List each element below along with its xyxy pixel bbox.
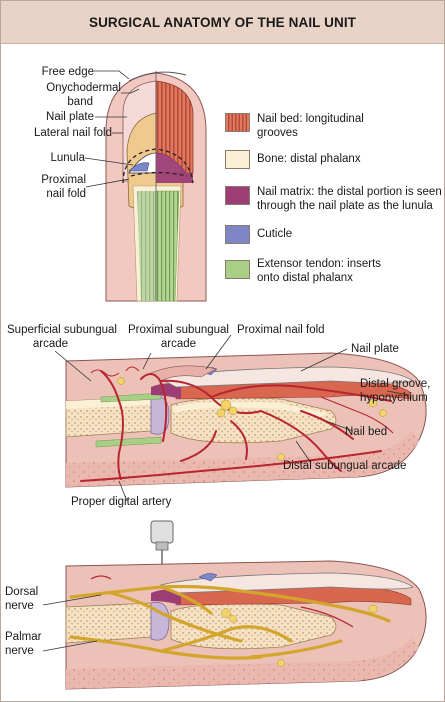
legend-swatch-extensor-tendon — [225, 260, 250, 279]
legend-swatch-bone — [225, 150, 250, 169]
label-superficial-line1: Superficial subungual — [7, 324, 117, 336]
label-dorsal-line1: Dorsal — [5, 586, 39, 598]
label-distal-groove-line1: Distal groove, — [360, 378, 431, 390]
label-proximal-subungual-line1: Proximal subungual — [127, 324, 229, 336]
legend-text-cuticle: Cuticle — [257, 228, 293, 240]
label-proximal-nail-fold-2: Proximal nail fold — [237, 324, 325, 336]
legend-text-extensor-line1: Extensor tendon: inserts — [257, 258, 382, 270]
finger-top-view — [84, 70, 207, 302]
label-proximal-line1: Proximal — [41, 174, 86, 186]
legend-text-bone: Bone: distal phalanx — [257, 153, 361, 165]
sagittal-nerves — [42, 520, 427, 690]
label-palmar-line1: Palmar — [5, 631, 42, 643]
label-free-edge: Free edge — [41, 66, 94, 78]
legend-text-nail-bed-line2: grooves — [257, 127, 298, 139]
label-proximal-line2: nail fold — [46, 188, 86, 200]
label-lunula: Lunula — [50, 152, 85, 164]
figure-title: SURGICAL ANATOMY OF THE NAIL UNIT — [88, 14, 357, 30]
label-nail-bed-2: Nail bed — [345, 426, 388, 438]
legend-text-nail-matrix-line1: Nail matrix: the distal portion is seen — [257, 186, 442, 198]
label-lateral-nail-fold: Lateral nail fold — [34, 127, 112, 139]
label-proximal-subungual-line2: arcade — [160, 338, 197, 350]
label-superficial-line2: arcade — [32, 338, 69, 350]
legend-swatch-nail-bed — [225, 113, 250, 132]
label-nail-plate-2: Nail plate — [351, 343, 399, 355]
legend-text-extensor-line2: onto distal phalanx — [257, 272, 353, 284]
legend-swatch-cuticle — [225, 225, 250, 244]
legend-text-nail-matrix-line2: through the nail plate as the lunula — [257, 200, 433, 212]
sagittal-arteries — [54, 334, 427, 502]
legend-swatch-nail-matrix — [225, 186, 250, 205]
label-dorsal-line2: nerve — [5, 600, 34, 612]
label-onychodermal-line2: band — [67, 96, 93, 108]
label-distal-subungual-arcade: Distal subungual arcade — [283, 460, 407, 472]
legend-text-nail-bed-line1: Nail bed: longitudinal — [257, 113, 364, 125]
figure-header: SURGICAL ANATOMY OF THE NAIL UNIT — [1, 1, 444, 44]
label-palmar-line2: nerve — [5, 645, 34, 657]
label-proper-digital-artery: Proper digital artery — [71, 496, 172, 508]
label-onychodermal-line1: Onychodermal — [46, 82, 121, 94]
label-distal-groove-line2: hyponychium — [360, 392, 428, 404]
label-nail-plate: Nail plate — [46, 111, 94, 123]
